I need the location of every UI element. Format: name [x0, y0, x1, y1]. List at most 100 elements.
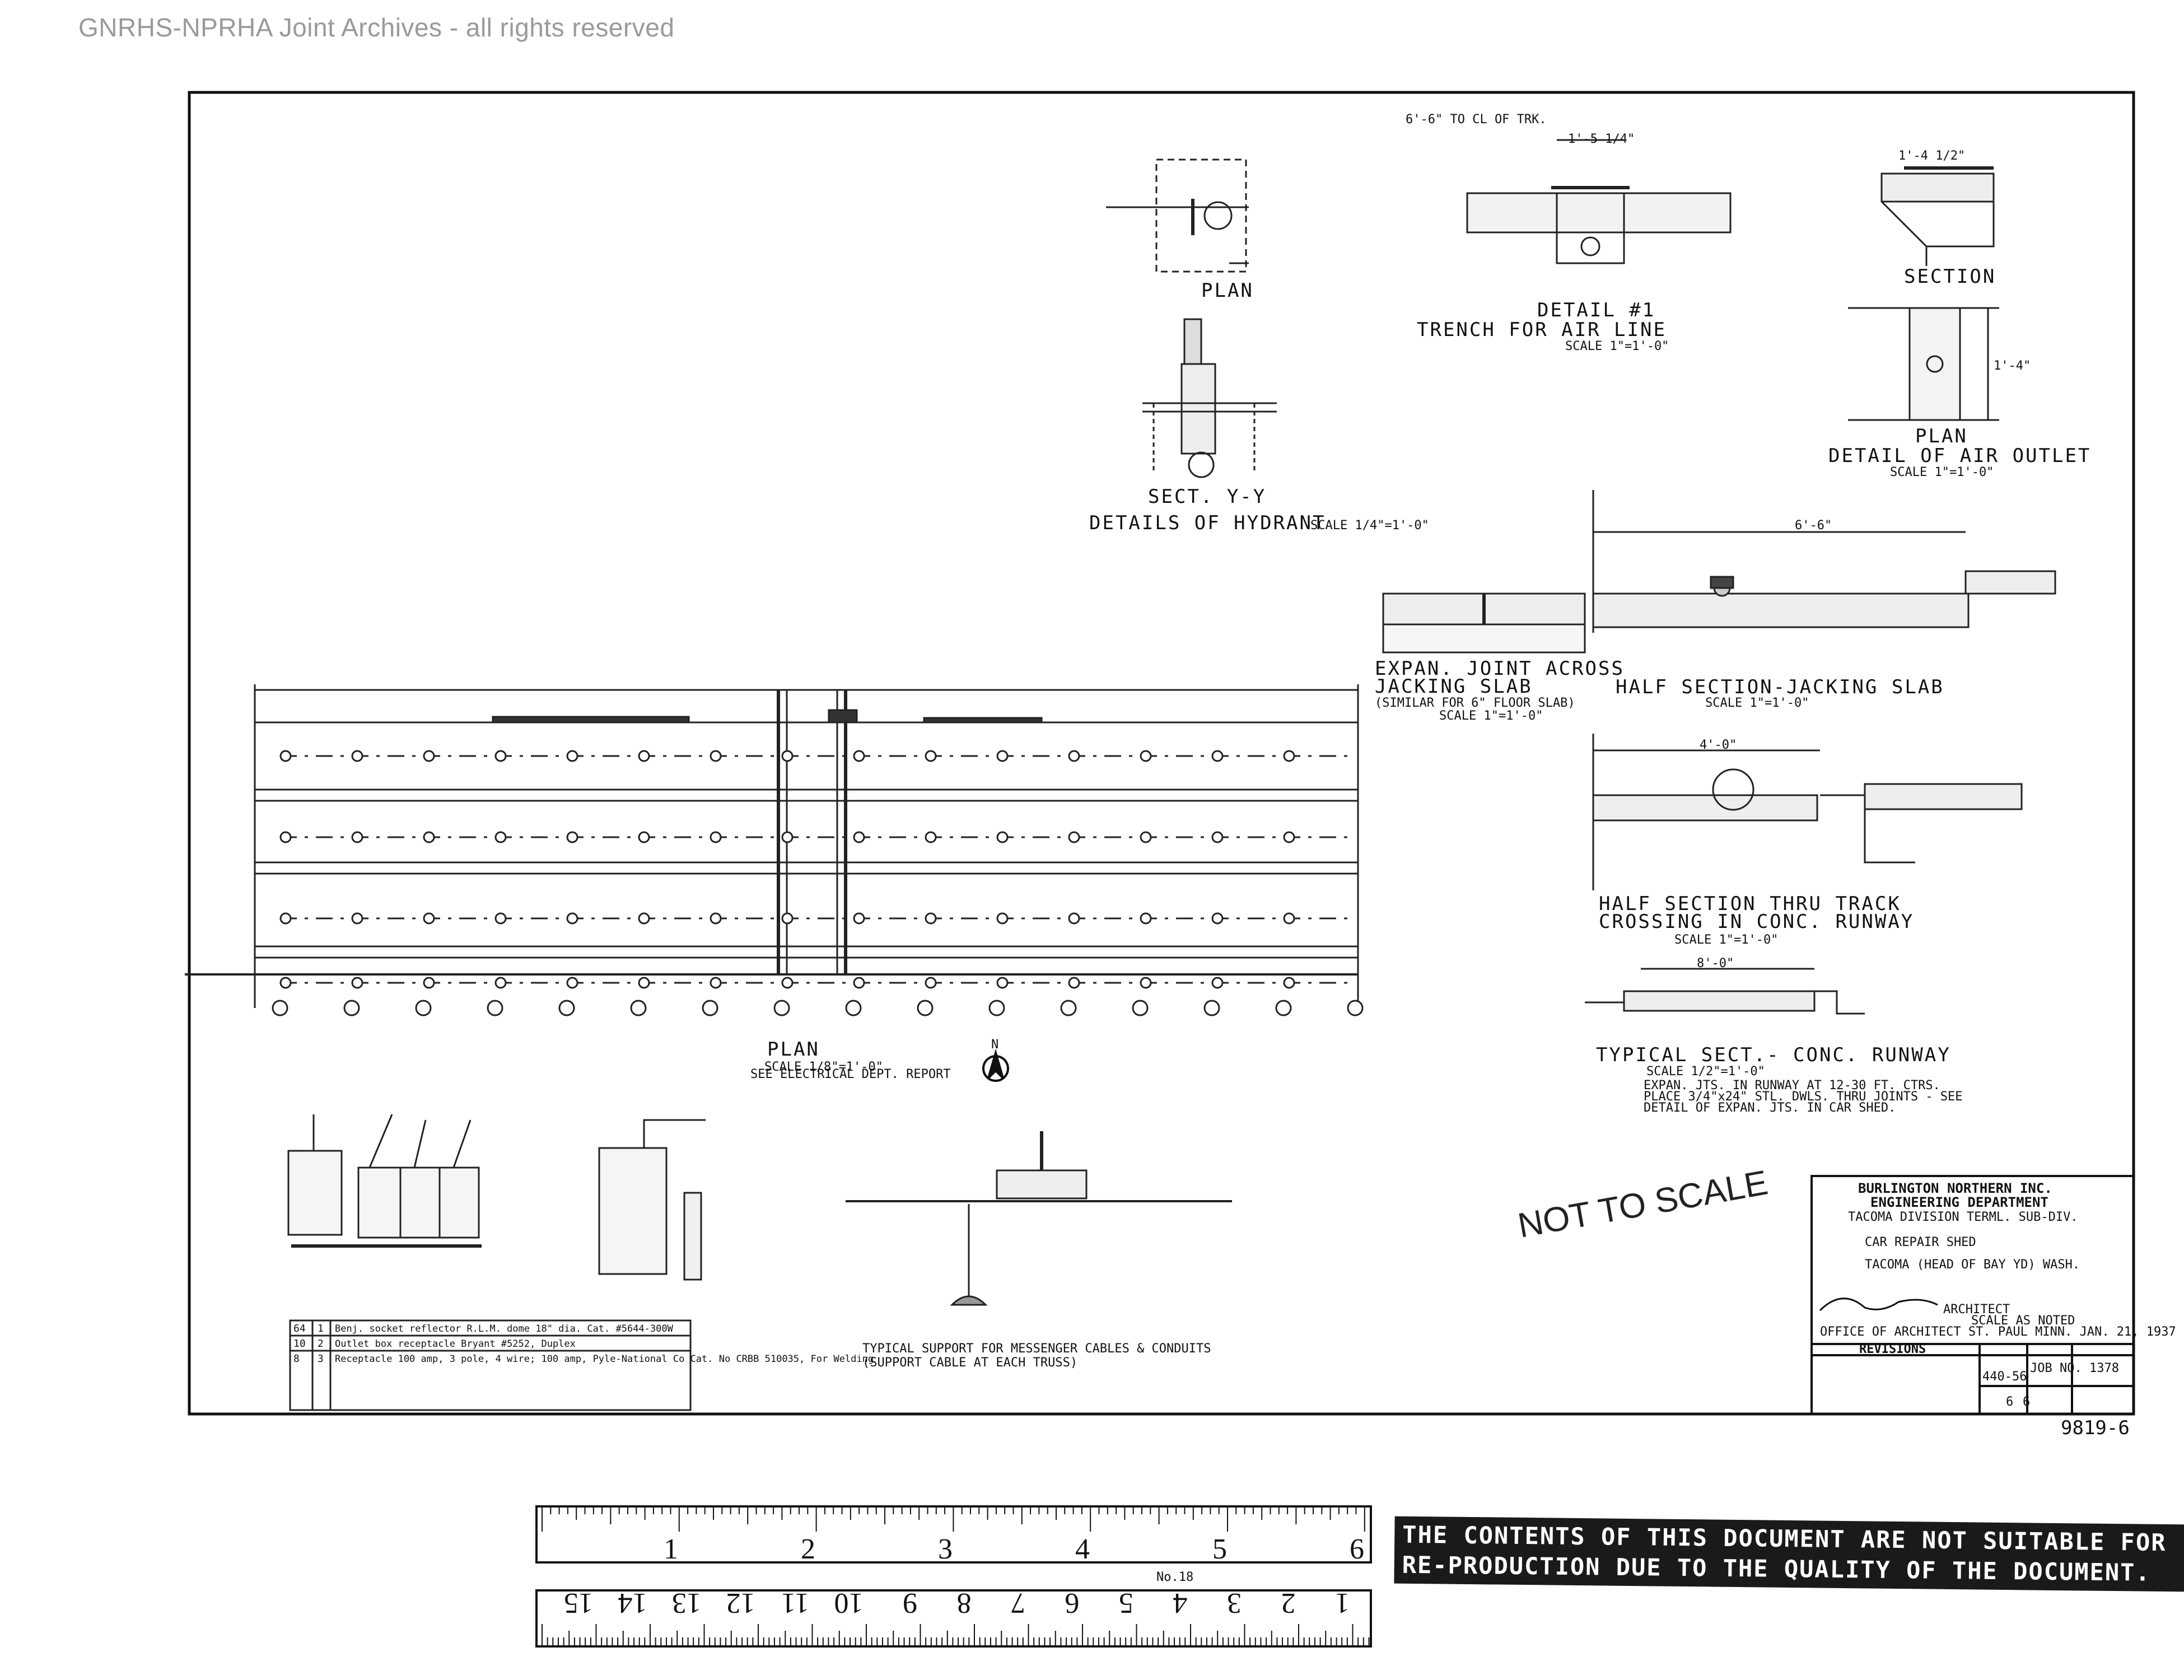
fixture-symbol [1283, 750, 1295, 762]
half-jack-scale: SCALE 1"=1'-0" [1705, 696, 1809, 710]
panel-diagram-1 [287, 1114, 482, 1248]
inch-number: 1 [664, 1533, 678, 1565]
north-label: N [991, 1038, 998, 1052]
legend-text: Outlet box receptacle Bryant #5252, Dupl… [335, 1338, 576, 1350]
air-plan-label: PLAN [1915, 425, 1968, 447]
cm-number: 13 [672, 1587, 701, 1619]
cm-number: 4 [1173, 1587, 1188, 1619]
quality-notice: THE CONTENTS OF THIS DOCUMENT ARE NOT SU… [1394, 1516, 2184, 1592]
cm-number: 7 [1011, 1587, 1025, 1619]
fixture-symbol [279, 977, 292, 989]
fixture-symbol [1140, 831, 1152, 843]
legend-text: Benj. socket reflector R.L.M. dome 18" d… [335, 1323, 674, 1334]
fixture-symbol [494, 977, 507, 989]
fixture-symbol [1211, 912, 1224, 925]
hydrant-title: DETAILS OF HYDRANT [1089, 512, 1326, 534]
fixture-symbol [996, 977, 1009, 989]
runway-note-3: DETAIL OF EXPAN. JTS. IN CAR SHED. [1644, 1101, 1896, 1115]
fixture-symbol [351, 912, 363, 925]
air-outlet-scale: SCALE 1"=1'-0" [1890, 465, 1994, 479]
dim-d1: 1'-5 1/4" [1568, 132, 1635, 146]
fixture-symbol [1140, 977, 1152, 989]
detail1-scale: SCALE 1"=1'-0" [1565, 339, 1669, 353]
cm-number: 12 [726, 1587, 755, 1619]
fixture-symbol [423, 912, 435, 925]
fixture-symbol [494, 912, 507, 925]
column-bubble [702, 1000, 718, 1016]
fixture-symbol [279, 912, 292, 925]
fixture-symbol [638, 750, 650, 762]
tb-of: 6 [2023, 1395, 2030, 1409]
tb-title: CAR REPAIR SHED [1865, 1235, 1976, 1249]
fixture-symbol [279, 750, 292, 762]
dim-top: 6'-6" TO CL OF TRK. [1406, 113, 1547, 127]
legend-symbol: 2 [318, 1338, 324, 1350]
fixture-symbol [1068, 750, 1080, 762]
column-bubble [1060, 1000, 1077, 1016]
dim-d5: 8'-0" [1697, 956, 1734, 970]
fixture-symbol [1211, 977, 1224, 989]
fixture-symbol [351, 977, 363, 989]
column-bubble [343, 1000, 360, 1016]
tb-division: TACOMA DIVISION TERML. SUB-DIV. [1848, 1210, 2078, 1224]
file-number: 9819-6 [2061, 1417, 2130, 1439]
tb-office: OFFICE OF ARCHITECT ST. PAUL MINN. JAN. … [1820, 1325, 2176, 1339]
fixture-symbol [925, 750, 937, 762]
ruler-label: No.18 [1156, 1570, 1193, 1584]
column-bubble [558, 1000, 575, 1016]
runway-scale: SCALE 1/2"=1'-0" [1646, 1065, 1765, 1079]
half-section-jacking [1592, 490, 2056, 633]
air-outlet-section [1880, 166, 1995, 266]
legend-table [289, 1319, 692, 1411]
fixture-symbol [781, 831, 794, 843]
expan-title-1: EXPAN. JOINT ACROSS [1375, 657, 1625, 680]
half-track-scale: SCALE 1"=1'-0" [1674, 933, 1778, 947]
dim-d3: 6'-6" [1795, 519, 1832, 533]
column-bubble [1347, 1000, 1364, 1016]
column-bubble [773, 1000, 790, 1016]
dim-d4: 4'-0" [1700, 738, 1737, 752]
inch-number: 3 [938, 1533, 953, 1565]
drawing-border [188, 91, 2135, 1416]
half-track-title-1: HALF SECTION THRU TRACK [1599, 893, 1901, 915]
plan-note: SEE ELECTRICAL DEPT. REPORT [750, 1067, 951, 1081]
fixture-symbol [925, 977, 937, 989]
fixture-symbol [710, 977, 722, 989]
fixture-symbol [423, 750, 435, 762]
panel-diagram-2 [598, 1119, 706, 1281]
fixture-symbol [279, 831, 292, 843]
cm-number: 5 [1119, 1587, 1133, 1619]
runway-note-1: EXPAN. JTS. IN RUNWAY AT 12-30 FT. CTRS. [1644, 1079, 1940, 1093]
air-section-label: SECTION [1904, 265, 1996, 288]
cm-number: 3 [1227, 1587, 1242, 1619]
detail1-trench [1466, 139, 1732, 264]
fixture-symbol [925, 831, 937, 843]
cm-number: 11 [781, 1587, 809, 1619]
fixture-symbol [853, 977, 865, 989]
detail1-title: DETAIL #1 [1537, 299, 1655, 321]
column-bubble [487, 1000, 503, 1016]
air-outlet-plan [1848, 307, 1999, 421]
fixture-symbol [566, 977, 578, 989]
inch-number: 5 [1212, 1533, 1227, 1565]
tb-afe: 440-56 [1982, 1370, 2027, 1384]
fixture-symbol [710, 831, 722, 843]
column-bubbles [272, 1000, 1364, 1016]
fixture-symbol [925, 912, 937, 925]
legend-text: Receptacle 100 amp, 3 pole, 4 wire; 100 … [335, 1354, 874, 1365]
fixture-symbol [638, 977, 650, 989]
main-plan [185, 684, 1359, 1008]
column-bubble [988, 1000, 1005, 1016]
hydrant-section-label: SECT. Y-Y [1148, 486, 1266, 508]
tb-sheet: 6 [2006, 1395, 2013, 1409]
fixture-symbol [638, 912, 650, 925]
fixture-symbol [638, 831, 650, 843]
fixture-symbol [1068, 831, 1080, 843]
inch-number: 6 [1350, 1533, 1364, 1565]
column-bubble [630, 1000, 647, 1016]
fixture-symbol [494, 831, 507, 843]
inch-number: 4 [1075, 1533, 1090, 1565]
hydrant-section [1142, 318, 1277, 478]
legend-qty: 64 [293, 1323, 306, 1334]
cm-number: 10 [834, 1587, 864, 1619]
